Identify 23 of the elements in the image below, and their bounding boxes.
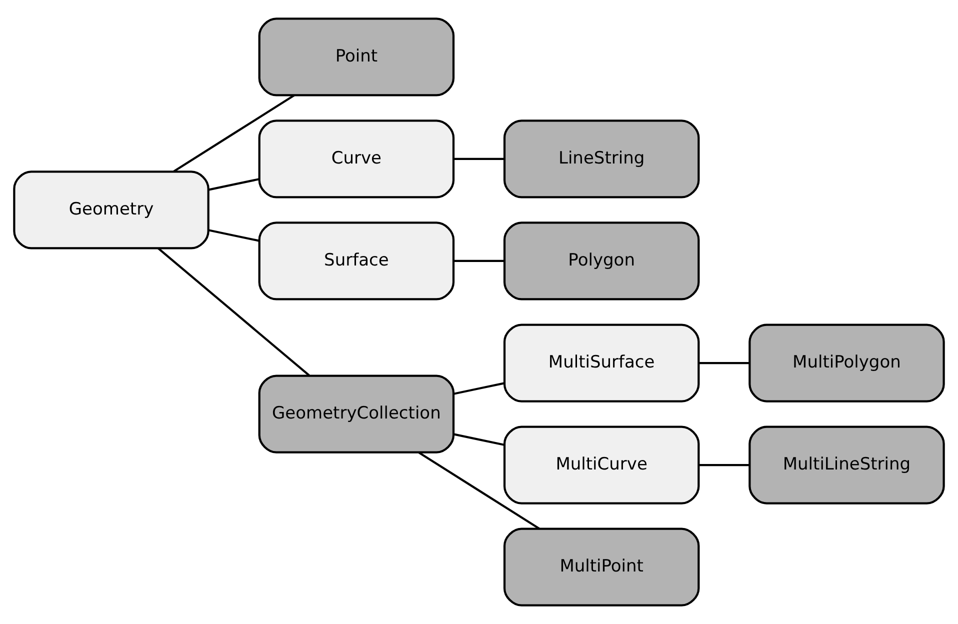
connector xyxy=(454,260,504,262)
connector xyxy=(698,362,750,364)
connector xyxy=(454,158,504,160)
node-box: MultiSurface xyxy=(503,324,700,402)
node-box: MultiPolygon xyxy=(748,324,945,402)
node-box: Polygon xyxy=(503,222,700,300)
connector xyxy=(208,178,260,191)
connector xyxy=(698,464,750,466)
connector xyxy=(418,452,540,530)
connector xyxy=(453,433,505,446)
node-box: Point xyxy=(258,18,455,96)
node-box: MultiLineString xyxy=(748,426,945,504)
node-box: MultiPoint xyxy=(503,528,700,606)
node-box: LineString xyxy=(503,120,700,198)
node-box: Geometry xyxy=(13,170,210,250)
node-box: MultiCurve xyxy=(503,426,700,504)
connector xyxy=(158,248,310,376)
connector xyxy=(173,94,295,172)
node-box: Surface xyxy=(258,222,455,300)
node-box: Curve xyxy=(258,120,455,198)
connector xyxy=(453,382,505,395)
connector xyxy=(208,229,260,242)
node-box: GeometryCollection xyxy=(258,374,455,454)
